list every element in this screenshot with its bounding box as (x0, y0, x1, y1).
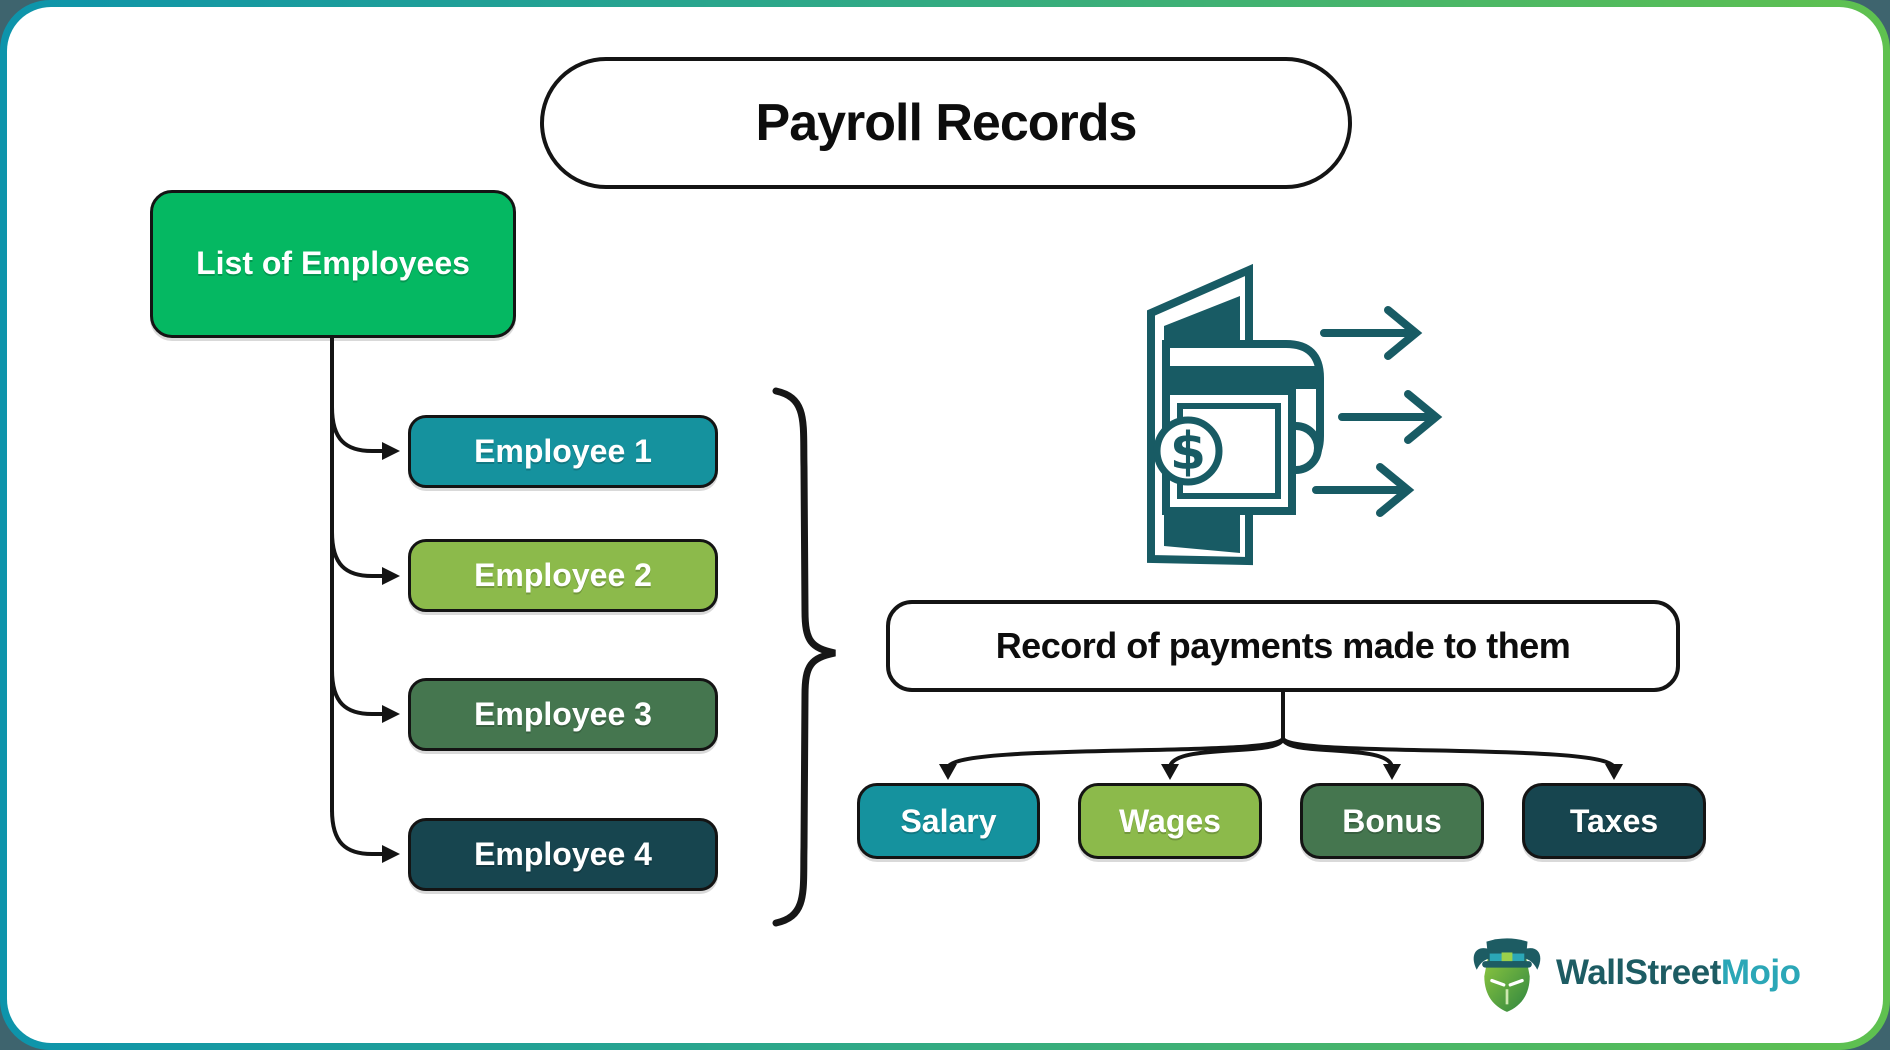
wages-box: Wages (1078, 783, 1262, 859)
bill-side-bump (1295, 422, 1322, 474)
wordmark-wallstreet: WallStreet (1556, 953, 1721, 992)
record-of-payments-label: Record of payments made to them (995, 625, 1571, 666)
diagram-title-box: Payroll Records (540, 57, 1352, 189)
bonus-box: Bonus (1300, 783, 1484, 859)
money-transfer-out-icon: $ (1147, 263, 1443, 566)
record-of-payments-box: Record of payments made to them (886, 600, 1680, 692)
wallstreetmojo-wordmark: WallStreetMojo (1556, 953, 1801, 993)
salary-label: Salary (900, 802, 997, 839)
employee-3-box: Employee 3 (408, 678, 718, 751)
employee-2-label: Employee 2 (474, 557, 652, 593)
employee-1-box: Employee 1 (408, 415, 718, 488)
transfer-arrow-bottom (1312, 463, 1415, 517)
wallstreetmojo-logo: WallStreetMojo (1468, 928, 1838, 1018)
card-stripe (1166, 366, 1319, 389)
curly-brace-right-icon (772, 387, 836, 927)
taxes-label: Taxes (1569, 802, 1659, 839)
wages-label: Wages (1119, 802, 1221, 839)
salary-box: Salary (857, 783, 1040, 859)
wordmark-mojo: Mojo (1720, 953, 1801, 992)
employee-3-label: Employee 3 (474, 696, 652, 732)
bull-with-top-hat-icon (1473, 938, 1541, 1012)
transfer-arrow-top (1320, 306, 1423, 360)
diagram-title: Payroll Records (755, 94, 1138, 152)
taxes-box: Taxes (1522, 783, 1706, 859)
bonus-label: Bonus (1342, 802, 1442, 839)
dollar-circle (1153, 416, 1223, 486)
employee-4-label: Employee 4 (474, 836, 652, 872)
employee-4-box: Employee 4 (408, 818, 718, 891)
employee-1-label: Employee 1 (474, 433, 652, 469)
list-of-employees-label: List of Employees (196, 245, 470, 282)
transfer-arrow-middle (1338, 390, 1443, 444)
dollar-sign: $ (1170, 422, 1206, 482)
employee-2-box: Employee 2 (408, 539, 718, 612)
list-of-employees-box: List of Employees (150, 190, 516, 338)
